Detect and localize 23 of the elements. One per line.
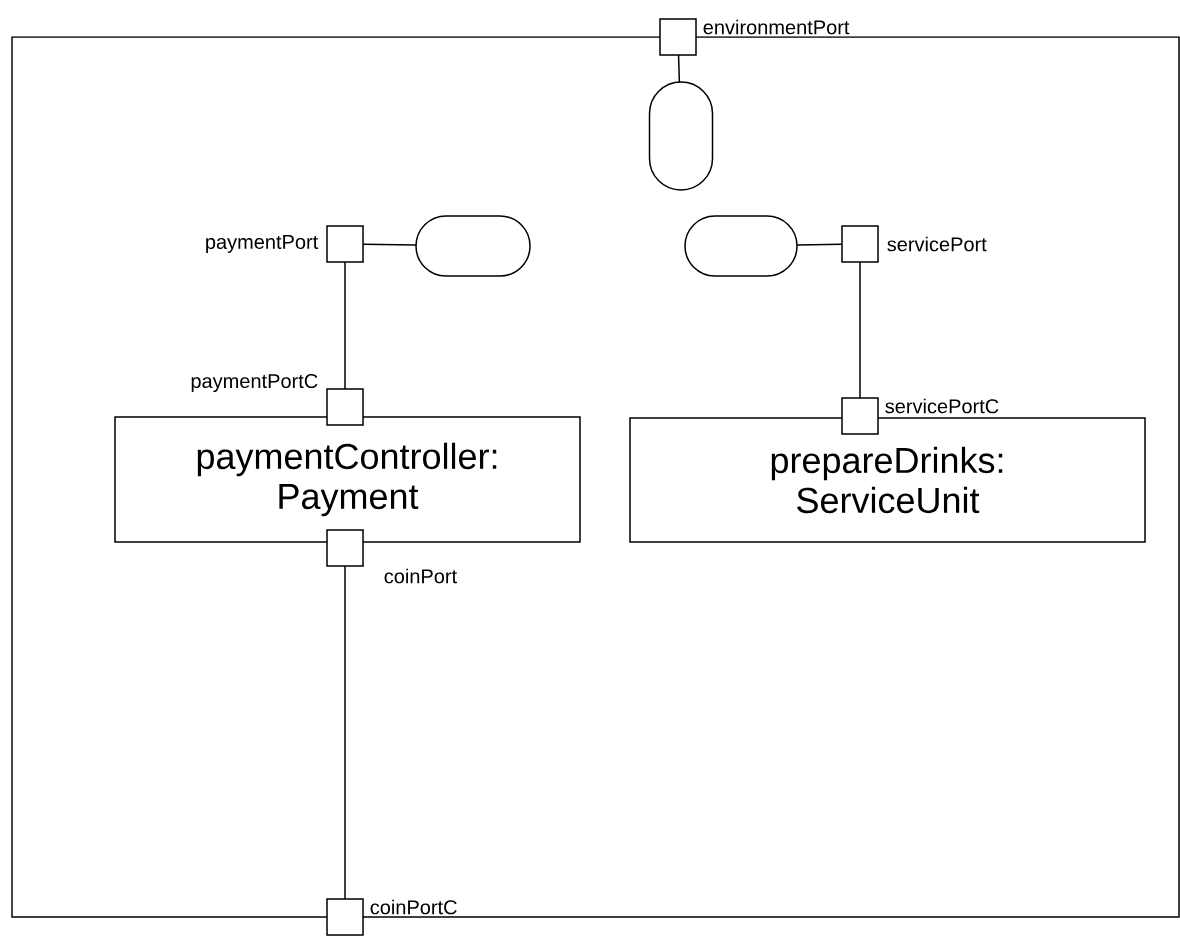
connector	[796, 243, 843, 246]
capsule-shape	[415, 215, 531, 277]
part-box: prepareDrinks: ServiceUnit	[629, 417, 1146, 543]
connector	[859, 261, 861, 399]
connector	[344, 565, 346, 900]
connector	[344, 261, 346, 390]
connector	[677, 54, 681, 83]
port	[659, 18, 697, 56]
port	[841, 225, 879, 263]
connector	[362, 243, 417, 246]
port-label: paymentPortC	[191, 373, 318, 393]
port-label: servicePort	[887, 236, 987, 252]
port	[326, 529, 364, 567]
port-label: environmentPort	[703, 19, 850, 35]
port-label: coinPortC	[370, 899, 457, 915]
port	[326, 388, 364, 426]
port	[326, 225, 364, 263]
port	[841, 397, 879, 435]
port	[326, 898, 364, 936]
port-label: coinPort	[384, 568, 457, 584]
part-box: paymentController: Payment	[114, 416, 581, 543]
port-label: servicePortC	[885, 398, 999, 414]
port-label: paymentPort	[206, 235, 319, 253]
